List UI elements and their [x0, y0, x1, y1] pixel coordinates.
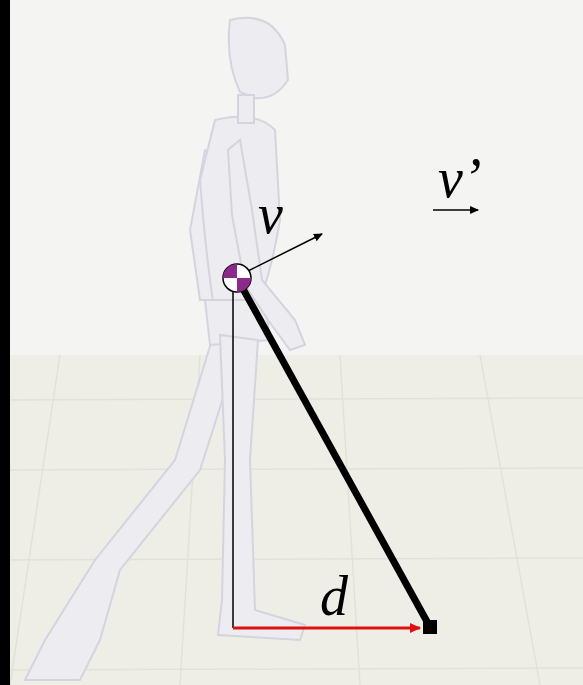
velocity-label: v’	[438, 150, 482, 206]
vertical-line	[232, 280, 234, 628]
velocity-arrow	[246, 234, 322, 272]
center-of-mass	[223, 264, 251, 292]
walking-figure	[25, 18, 305, 680]
velocity-arrow	[433, 209, 478, 211]
edge-strip	[0, 0, 10, 685]
velocity-label: v	[258, 186, 283, 242]
leg-line	[237, 278, 430, 627]
distance-label: d	[320, 568, 348, 624]
distance-arrow	[233, 627, 420, 630]
foot-point	[423, 620, 437, 634]
